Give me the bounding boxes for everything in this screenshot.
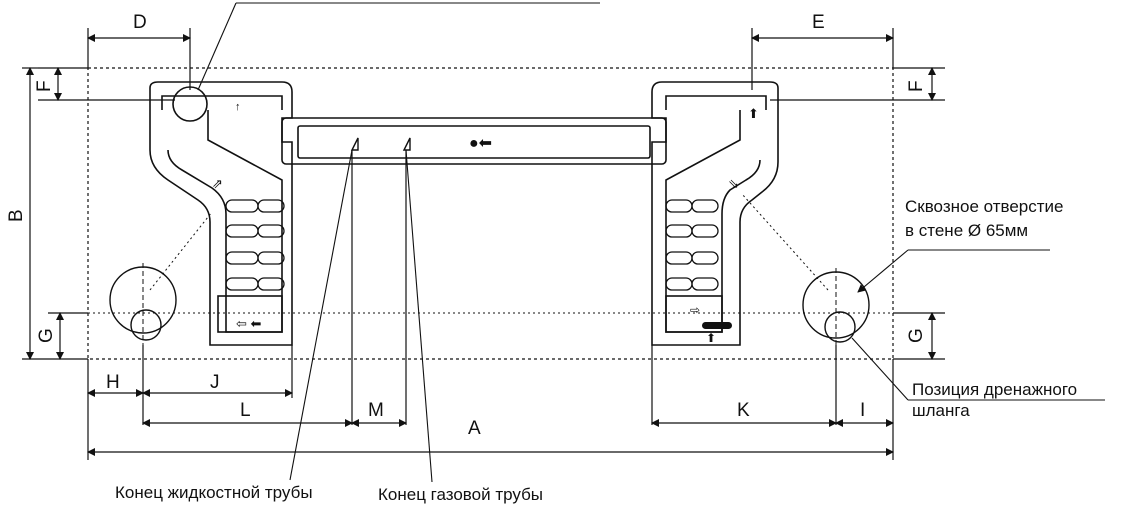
- gas-pipe-marker: [402, 137, 411, 151]
- right-hole-guide: [741, 193, 829, 291]
- dim-label-e: E: [812, 12, 825, 33]
- dim-label-d: D: [133, 12, 147, 33]
- dim-label-b: B: [6, 209, 27, 222]
- left-arrow-marker-icon: ⇗: [212, 176, 223, 191]
- wall-hole-label-line2: в стене Ø 65мм: [905, 221, 1028, 240]
- left-wall-hole: [109, 263, 177, 345]
- drain-label-line1: Позиция дренажного: [912, 380, 1077, 399]
- dim-label-h: H: [106, 372, 120, 393]
- drain-label-line2: шланга: [912, 401, 970, 420]
- liquid-pipe-label: Конец жидкостной трубы: [115, 483, 313, 502]
- dimension-lines: [22, 28, 945, 460]
- leader-lines: [197, 2, 1105, 483]
- dim-label-a: A: [468, 418, 481, 439]
- right-up-arrow-icon: ⬆: [748, 106, 759, 121]
- dim-label-m: M: [368, 400, 384, 421]
- dim-label-k: K: [737, 400, 750, 421]
- left-bracket-slots: [225, 199, 285, 291]
- dim-label-f-left: F: [34, 80, 55, 92]
- dim-label-l: L: [240, 400, 251, 421]
- dim-label-f-right: F: [906, 80, 927, 92]
- left-hole-guide: [149, 211, 213, 291]
- right-wall-hole: [802, 268, 870, 350]
- right-bracket-slots: [665, 199, 719, 291]
- right-side-arrow-icon: ⇨: [690, 303, 700, 317]
- right-bracket: [651, 81, 779, 346]
- unit-outline: [87, 67, 894, 360]
- right-arrow-marker-icon: ⇘: [728, 176, 739, 191]
- left-bracket: [149, 81, 293, 346]
- left-bottom-arrow-icon: ⇦ ⬅: [236, 316, 262, 331]
- wall-hole-label-line1: Сквозное отверстие: [905, 197, 1064, 216]
- liquid-pipe-marker: [350, 137, 359, 151]
- drain-drop-icon: ●⬅: [469, 135, 492, 152]
- right-bottom-arrow-icon: ⬆: [706, 331, 716, 345]
- dim-label-j: J: [210, 372, 220, 393]
- dim-label-g-left: G: [36, 328, 57, 343]
- left-up-arrow-icon: ↑: [235, 101, 241, 113]
- dim-label-g-right: G: [906, 328, 927, 343]
- right-drain-slot: [702, 322, 732, 329]
- dim-label-i: I: [860, 400, 865, 421]
- gas-pipe-label: Конец газовой трубы: [378, 485, 543, 504]
